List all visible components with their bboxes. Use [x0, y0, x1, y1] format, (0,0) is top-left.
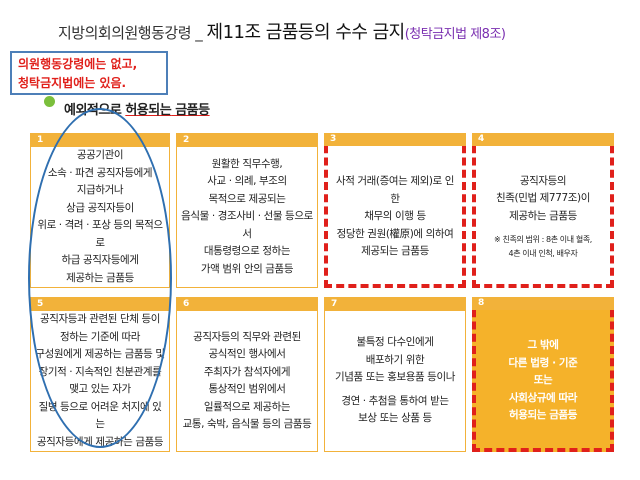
exception-card-2: 2 원활한 직무수행, 사교 · 의례, 부조의 목적으로 제공되는 음식물 ·… [176, 133, 318, 288]
card-line: 사교 · 의례, 부조의 [207, 175, 287, 188]
card-note-line: ※ 친족의 범위 : 8촌 이내 혈족, [494, 235, 592, 245]
card-line: 기념품 또는 홍보용품 등이나 [335, 371, 455, 384]
card-line: 허용되는 금품등 [508, 409, 578, 422]
card-line: 통상적인 범위에서 [208, 383, 286, 395]
card-line: 하급 공직자등에게 [61, 254, 139, 266]
page-title: 지방의회의원행동강령 _ 제11조 금품등의 수수 금지(청탁금지법 제8조) [58, 18, 506, 44]
card-line: 사회상규에 따라 [508, 391, 578, 404]
card-number: 6 [177, 298, 317, 311]
card-body: 그 밖에 다른 법령 · 기준 또는 사회상규에 따라 허용되는 금품등 [476, 314, 610, 448]
card-body: 원활한 직무수행, 사교 · 의례, 부조의 목적으로 제공되는 음식물 · 경… [177, 147, 317, 287]
card-line: 채무의 이행 등 [364, 210, 426, 223]
card-number: 1 [31, 134, 169, 147]
card-line: 소속 · 파견 공직자등에게 [47, 166, 153, 179]
card-line: 공직자등과 관련된 단체 등이 [40, 313, 160, 325]
exception-card-5: 5 공직자등과 관련된 단체 등이 정하는 기준에 따라 구성원에게 제공하는 … [30, 297, 170, 452]
card-body: 사적 거래(증여는 제외)로 인한 채무의 이행 등 정당한 권원(權原)에 의… [328, 150, 462, 284]
subtitle-post: 금품등 [171, 103, 210, 118]
card-number: 5 [31, 298, 169, 311]
card-line: 가액 범위 안의 금품등 [200, 262, 294, 275]
card-line: 제공되는 금품등 [361, 245, 429, 258]
card-line: 교통, 숙박, 음식물 등의 금품등 [182, 418, 312, 430]
card-number: 3 [324, 133, 466, 146]
exception-card-4: 4 공직자등의 친족(민법 제777조)이 제공하는 금품등 ※ 친족의 범위 … [472, 133, 614, 288]
card-line: 원활한 직무수행, [211, 157, 283, 170]
card-body: 공직자등의 친족(민법 제777조)이 제공하는 금품등 ※ 친족의 범위 : … [476, 150, 610, 284]
card-line: 그 밖에 [527, 339, 559, 352]
title-part-1: 지방의회의원행동강령 _ [58, 24, 207, 42]
card-line: 구성원에게 제공하는 금품등 및 [35, 348, 165, 360]
card-line: 정하는 기준에 따라 [60, 330, 140, 343]
subtitle-mid: 허용되는 [125, 103, 172, 118]
card-line: 또는 [533, 374, 553, 387]
title-part-3: (청탁금지법 제8조) [404, 27, 506, 42]
card-line: 장기적 · 지속적인 친분관계를 [38, 365, 162, 378]
card-line: 위로 · 격려 · 포상 등의 목적으로 [37, 219, 163, 249]
card-line: 상급 공직자등이 [66, 201, 134, 214]
section-subtitle: 예외적으로 허용되는 금품등 [64, 99, 210, 118]
card-line: 질병 등으로 어려운 처지에 있는 [38, 400, 162, 431]
card-line: 배포하기 위한 [365, 353, 425, 366]
card-number: 8 [472, 297, 614, 310]
note-line-2: 청탁금지법에는 있음. [18, 76, 127, 90]
exception-card-6: 6 공직자등의 직무와 관련된 공식적인 행사에서 주최자가 참석자에게 통상적… [176, 297, 318, 452]
green-bullet-icon [44, 96, 55, 107]
card-line: 일률적으로 제공하는 [203, 400, 291, 413]
card-body: 공직자등과 관련된 단체 등이 정하는 기준에 따라 구성원에게 제공하는 금품… [31, 311, 169, 451]
card-line: 맺고 있는 자가 [69, 383, 131, 395]
exception-card-7: 7 불특정 다수인에게 배포하기 위한 기념품 또는 홍보용품 등이나 경연 ·… [324, 297, 466, 452]
card-number: 4 [472, 133, 614, 146]
card-line: 공식적인 행사에서 [208, 348, 286, 360]
exception-card-1: 1 공공기관이 소속 · 파견 공직자등에게 지급하거나 상급 공직자등이 위로… [30, 133, 170, 288]
exception-card-3: 3 사적 거래(증여는 제외)로 인한 채무의 이행 등 정당한 권원(權原)에… [324, 133, 466, 288]
card-body: 공직자등의 직무와 관련된 공식적인 행사에서 주최자가 참석자에게 통상적인 … [177, 311, 317, 451]
card-number: 2 [177, 134, 317, 147]
card-note-line: 4촌 이내 인척, 배우자 [508, 249, 578, 259]
card-line: 주최자가 참석자에게 [203, 365, 291, 378]
card-line: 대통령령으로 정하는 [203, 245, 291, 258]
card-line: 공직자등의 직무와 관련된 [193, 330, 301, 343]
card-body: 불특정 다수인에게 배포하기 위한 기념품 또는 홍보용품 등이나 경연 · 추… [325, 311, 465, 451]
card-line: 친족(민법 제777조)이 [496, 192, 590, 205]
card-line: 보상 또는 상품 등 [358, 412, 432, 425]
exception-card-8: 8 그 밖에 다른 법령 · 기준 또는 사회상규에 따라 허용되는 금품등 [472, 297, 614, 452]
card-line: 불특정 다수인에게 [356, 336, 434, 349]
title-part-2: 제11조 금품등의 수수 금지 [206, 22, 406, 43]
card-line: 제공하는 금품등 [509, 209, 577, 222]
card-line: 공직자등에게 제공하는 금품등 [36, 435, 164, 448]
note-line-1: 의원행동강령에는 없고, [18, 57, 138, 71]
card-line: 다른 법령 · 기준 [508, 356, 578, 369]
card-line: 제공하는 금품등 [66, 271, 134, 284]
card-line: 목적으로 제공되는 [208, 192, 286, 205]
card-line: 지급하거나 [76, 184, 124, 196]
subtitle-pre: 예외적으로 [64, 103, 126, 118]
note-box: 의원행동강령에는 없고, 청탁금지법에는 있음. [10, 51, 168, 95]
card-line: 공공기관이 [76, 149, 124, 161]
card-number: 7 [325, 298, 465, 311]
card-line: 사적 거래(증여는 제외)로 인한 [335, 175, 455, 205]
card-line: 정당한 권원(權原)에 의하여 [336, 227, 454, 240]
card-line: 음식물 · 경조사비 · 선물 등으로서 [181, 210, 313, 240]
card-line: 경연 · 추첨을 통하여 받는 [341, 394, 449, 407]
card-line: 공직자등의 [519, 174, 567, 187]
card-body: 공공기관이 소속 · 파견 공직자등에게 지급하거나 상급 공직자등이 위로 ·… [31, 147, 169, 287]
